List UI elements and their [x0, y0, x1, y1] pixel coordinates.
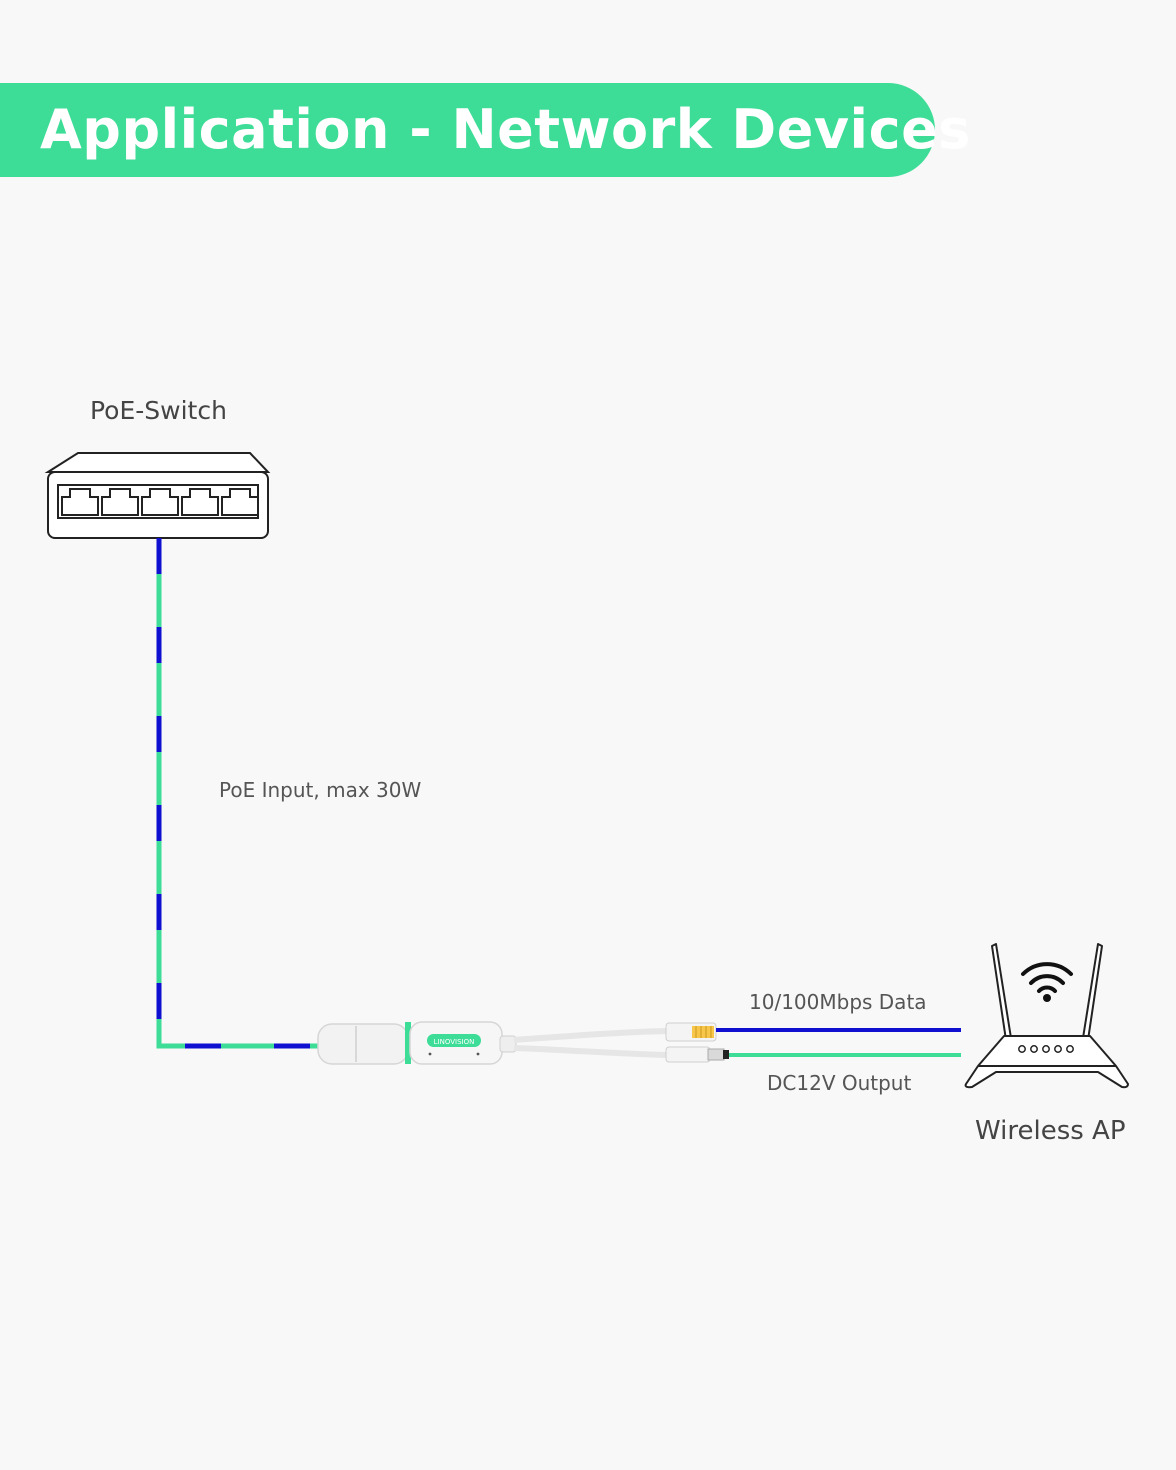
switch-icon [44, 452, 271, 539]
switch-port [61, 488, 99, 516]
switch-port [101, 488, 139, 516]
switch-port [141, 488, 179, 516]
switch-ports [61, 488, 259, 516]
data-link-label: 10/100Mbps Data [749, 990, 927, 1014]
page-title: Application - Network Devices [40, 98, 971, 161]
power-link-label: DC12V Output [767, 1071, 912, 1095]
wifi-icon [1021, 962, 1073, 1002]
poe-splitter-icon: LINOVISION [317, 1021, 729, 1065]
switch-label: PoE-Switch [90, 396, 227, 425]
title-banner: Application - Network Devices [0, 83, 970, 177]
poe-input-label: PoE Input, max 30W [219, 778, 422, 802]
switch-port [221, 488, 259, 516]
poe-input-cable [156, 538, 318, 1049]
access-point-label: Wireless AP [975, 1116, 1126, 1146]
switch-port [181, 488, 219, 516]
router-icon [964, 943, 1129, 1089]
splitter-brand: LINOVISION [434, 1038, 475, 1046]
